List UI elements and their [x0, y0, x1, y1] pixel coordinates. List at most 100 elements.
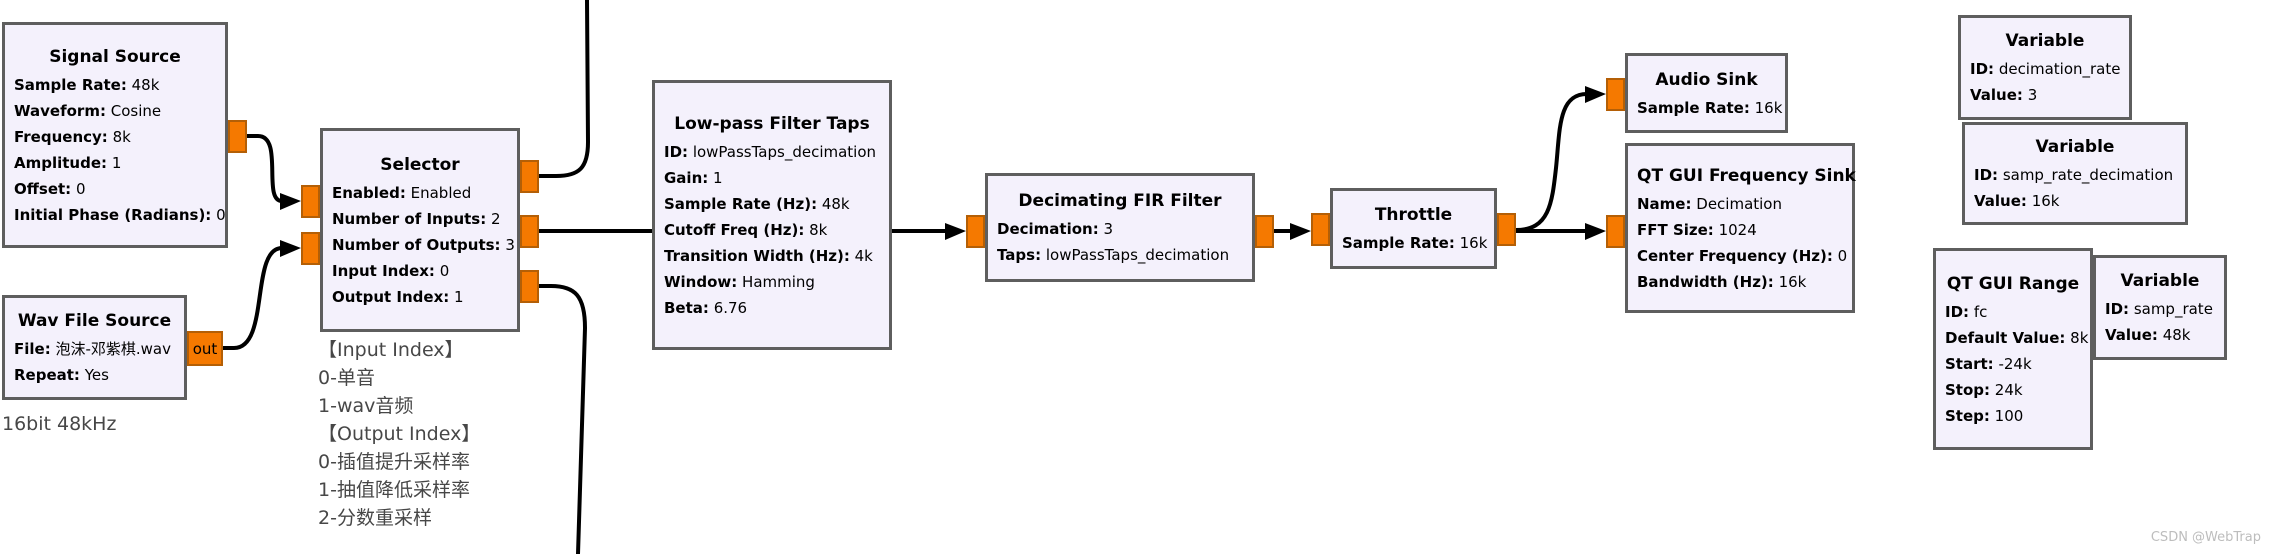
comment-line: 2-分数重采样 — [318, 507, 432, 529]
param-id: ID: decimation_rate — [1970, 60, 2121, 78]
port-throttle-out[interactable] — [1497, 213, 1516, 246]
comment-line: 【Input Index】 — [318, 339, 464, 361]
port-selector-out1[interactable] — [520, 215, 539, 248]
comment-line: 16bit 48kHz — [2, 413, 117, 435]
wire-throttle-to-audio-sink[interactable] — [1515, 92, 1588, 232]
param-fft-size: FFT Size: 1024 — [1637, 220, 1757, 239]
param-bandwidth: Bandwidth (Hz): 16k — [1637, 272, 1807, 291]
port-qt-gui-frequency-sink-in[interactable] — [1606, 215, 1625, 248]
param-file: File: 泡沫-邓紫棋.wav — [14, 340, 172, 358]
block-qt-gui-frequency-sink[interactable]: QT GUI Frequency Sink Name: Decimation F… — [1625, 143, 1856, 313]
block-wav-file-source[interactable]: Wav File Source File: 泡沫-邓紫棋.wav Repeat:… — [2, 295, 187, 400]
arrowhead-freq-sink-input — [1585, 223, 1606, 240]
block-selector[interactable]: Selector Enabled: Enabled Number of Inpu… — [320, 128, 520, 332]
block-audio-sink[interactable]: Audio Sink Sample Rate: 16k — [1625, 53, 1788, 133]
block-throttle[interactable]: Throttle Sample Rate: 16k — [1330, 188, 1497, 269]
selector-comment: 【Input Index】 0-单音 1-wav音频 【Output Index… — [318, 336, 480, 532]
param-sample-rate: Sample Rate: 48k — [14, 75, 160, 94]
param-repeat: Repeat: Yes — [14, 366, 109, 384]
param-amplitude: Amplitude: 1 — [14, 153, 122, 172]
port-signal-source-out[interactable] — [228, 120, 247, 153]
param-window: Window: Hamming — [664, 272, 815, 291]
param-id: ID: fc — [1945, 302, 1988, 321]
block-title: Variable — [2120, 271, 2200, 291]
param-id: ID: lowPassTaps_decimation — [664, 142, 877, 161]
arrowhead-selector-input0 — [280, 193, 301, 210]
param-initial-phase: Initial Phase (Radians): 0 — [14, 205, 226, 224]
param-sample-rate: Sample Rate (Hz): 48k — [664, 194, 850, 213]
param-num-inputs: Number of Inputs: 2 — [332, 209, 501, 228]
arrowhead-throttle-input — [1290, 223, 1311, 240]
block-signal-source[interactable]: Signal Source Sample Rate: 48k Waveform:… — [2, 22, 228, 248]
block-variable-samp-rate-decimation[interactable]: Variable ID: samp_rate_decimation Value:… — [1962, 122, 2188, 225]
port-throttle-in[interactable] — [1311, 213, 1330, 246]
port-selector-in0[interactable] — [301, 185, 320, 218]
port-label: out — [192, 339, 218, 358]
comment-line: 【Output Index】 — [318, 423, 481, 445]
param-frequency: Frequency: 8k — [14, 127, 131, 146]
comment-line: 0-插值提升采样率 — [318, 451, 470, 473]
wire-selector-out0-offscreen-top[interactable] — [539, 0, 591, 178]
block-decimating-fir-filter[interactable]: Decimating FIR Filter Decimation: 3 Taps… — [985, 173, 1255, 282]
param-step: Step: 100 — [1945, 406, 2024, 425]
wire-selector-out2-offscreen-bottom[interactable] — [539, 284, 588, 554]
block-title: Audio Sink — [1655, 69, 1758, 90]
param-stop: Stop: 24k — [1945, 380, 2023, 399]
port-selector-out2[interactable] — [520, 270, 539, 303]
param-taps: Taps: lowPassTaps_decimation — [997, 246, 1230, 264]
param-start: Start: -24k — [1945, 354, 2032, 373]
arrowhead-decimating-fir-input — [945, 223, 966, 240]
param-num-outputs: Number of Outputs: 3 — [332, 235, 515, 254]
param-value: Value: 16k — [1974, 192, 2060, 210]
param-cutoff-freq: Cutoff Freq (Hz): 8k — [664, 220, 828, 239]
block-title: Throttle — [1374, 205, 1453, 225]
comment-line: 1-抽值降低采样率 — [318, 479, 470, 501]
param-id: ID: samp_rate — [2105, 300, 2213, 318]
block-title: Wav File Source — [17, 311, 172, 331]
param-input-index: Input Index: 0 — [332, 261, 450, 280]
param-beta: Beta: 6.76 — [664, 298, 748, 317]
wire-wav-source-to-selector[interactable] — [223, 246, 283, 350]
arrowhead-audio-sink-input — [1585, 86, 1606, 103]
param-id: ID: samp_rate_decimation — [1974, 166, 2174, 184]
param-decimation: Decimation: 3 — [997, 220, 1114, 238]
param-value: Value: 48k — [2105, 326, 2191, 344]
block-title: Selector — [380, 154, 460, 175]
comment-line: 0-单音 — [318, 367, 375, 389]
param-sample-rate: Sample Rate: 16k — [1637, 98, 1783, 117]
block-lowpass-filter-taps[interactable]: Low-pass Filter Taps ID: lowPassTaps_dec… — [652, 80, 892, 350]
port-selector-in1[interactable] — [301, 232, 320, 265]
block-title: QT GUI Frequency Sink — [1637, 165, 1856, 186]
block-title: Signal Source — [49, 46, 181, 67]
param-offset: Offset: 0 — [14, 179, 86, 198]
param-sample-rate: Sample Rate: 16k — [1342, 234, 1488, 252]
wire-signal-source-to-selector[interactable] — [247, 134, 283, 203]
block-title: Variable — [2005, 31, 2085, 51]
param-value: Value: 3 — [1970, 86, 2038, 104]
block-title: QT GUI Range — [1946, 273, 2080, 294]
param-name: Name: Decimation — [1637, 194, 1782, 213]
block-title: Low-pass Filter Taps — [674, 113, 870, 134]
block-variable-decimation-rate[interactable]: Variable ID: decimation_rate Value: 3 — [1958, 15, 2132, 120]
port-wav-file-source-out[interactable]: out — [187, 331, 223, 366]
arrowhead-selector-input1 — [280, 240, 301, 257]
block-title: Decimating FIR Filter — [1018, 191, 1222, 211]
param-output-index: Output Index: 1 — [332, 287, 464, 306]
port-decimating-fir-out[interactable] — [1255, 215, 1274, 248]
port-selector-out0[interactable] — [520, 160, 539, 193]
block-title: Variable — [2035, 137, 2115, 157]
block-qt-gui-range[interactable]: QT GUI Range ID: fc Default Value: 8k St… — [1933, 248, 2093, 450]
param-center-frequency: Center Frequency (Hz): 0 — [1637, 246, 1848, 265]
block-variable-samp-rate[interactable]: Variable ID: samp_rate Value: 48k — [2093, 255, 2227, 360]
param-enabled: Enabled: Enabled — [332, 183, 472, 202]
param-default-value: Default Value: 8k — [1945, 328, 2089, 347]
param-waveform: Waveform: Cosine — [14, 101, 162, 120]
csdn-watermark: CSDN @WebTrap — [2150, 530, 2261, 545]
param-gain: Gain: 1 — [664, 168, 723, 187]
port-audio-sink-in[interactable] — [1606, 78, 1625, 111]
param-transition-width: Transition Width (Hz): 4k — [664, 246, 873, 265]
port-decimating-fir-in[interactable] — [966, 215, 985, 248]
wav-source-comment: 16bit 48kHz — [2, 410, 116, 438]
